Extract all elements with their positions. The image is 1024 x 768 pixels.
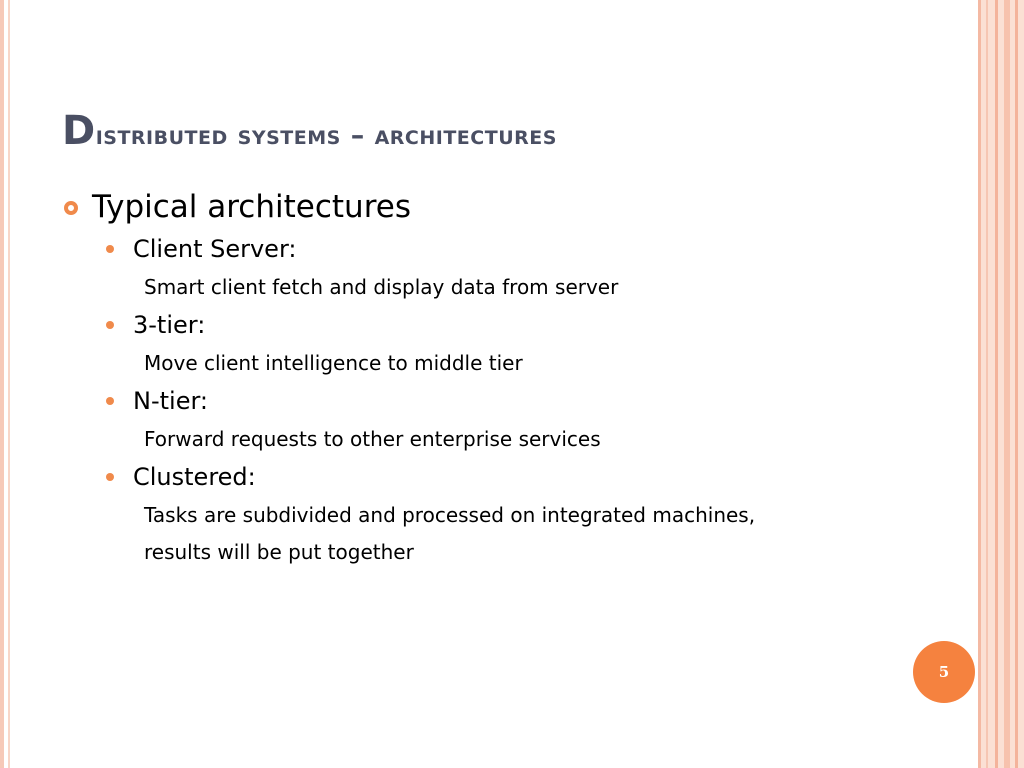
item-detail: Forward requests to other enterprise ser… — [144, 427, 601, 451]
slide-title-rest: istributed systems – architectures — [95, 120, 557, 151]
slide-body: Typical architectures Client Server: Sma… — [60, 184, 960, 571]
ring-bullet-icon — [64, 201, 78, 215]
slide-title-initial: D — [62, 108, 96, 154]
item-detail: Move client intelligence to middle tier — [144, 351, 523, 375]
dot-bullet-icon — [106, 473, 114, 481]
left-decor-stripe — [0, 0, 4, 768]
dot-bullet-icon — [106, 397, 114, 405]
item-label: N-tier: — [133, 387, 208, 415]
right-decor-line — [1004, 0, 1010, 768]
list-item: Client Server: — [106, 230, 960, 268]
page-number: 5 — [938, 663, 950, 681]
left-decor-stripe-thin — [8, 0, 10, 768]
page-number-badge: 5 — [913, 641, 975, 703]
item-detail: Tasks are subdivided and processed on in… — [144, 503, 756, 527]
dot-bullet-icon — [106, 245, 114, 253]
heading-bullet-item: Typical architectures — [60, 184, 960, 230]
list-item: 3-tier: — [106, 306, 960, 344]
item-detail: Smart client fetch and display data from… — [144, 275, 619, 299]
right-decor-line — [995, 0, 998, 768]
item-label: Client Server: — [133, 235, 297, 263]
slide-title: Distributed systems – architectures — [62, 108, 942, 159]
right-decor-line — [986, 0, 988, 768]
heading-text: Typical architectures — [92, 189, 411, 225]
right-decor-line — [1015, 0, 1018, 768]
dot-bullet-icon — [106, 321, 114, 329]
list-item: N-tier: — [106, 382, 960, 420]
item-label: 3-tier: — [133, 311, 206, 339]
item-label: Clustered: — [133, 463, 256, 491]
right-decor-line — [978, 0, 981, 768]
item-detail: results will be put together — [144, 540, 414, 564]
list-item: Clustered: — [106, 458, 960, 496]
